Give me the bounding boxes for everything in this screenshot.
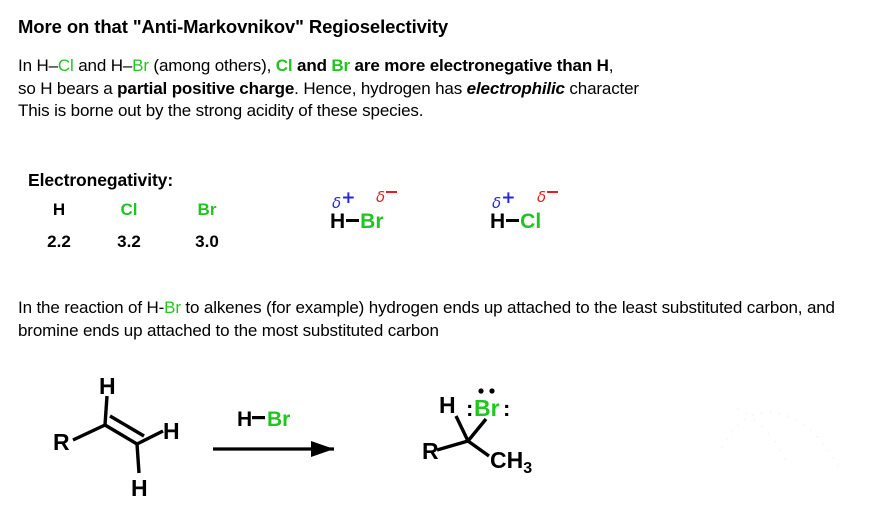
bond-c-h	[454, 415, 470, 442]
page-title: More on that "Anti-Markovnikov" Regiosel…	[18, 16, 449, 37]
br-lone-pair-left: :	[466, 396, 473, 421]
atom-br: Br	[360, 210, 384, 233]
delta-glyph: δ	[537, 188, 547, 206]
product-label-ch3: CH3	[490, 447, 532, 477]
reaction-paragraph: In the reaction of H-Br to alkenes (for …	[18, 297, 838, 342]
plus-sign-icon: +	[501, 188, 516, 208]
reactant-label-r: R	[53, 429, 70, 455]
intro-line-2: so H bears a partial positive charge. He…	[18, 79, 639, 98]
product-label-r: R	[422, 438, 439, 464]
reagent-label-br: Br	[267, 408, 290, 431]
intro-text-5: . Hence, hydrogen has	[294, 78, 467, 98]
intro-text-2: and H–	[73, 56, 133, 75]
bond-c1-h-top	[103, 395, 109, 426]
molecule-hcl: H Cl	[490, 210, 541, 234]
electronegativity-symbol-h: H	[52, 200, 66, 219]
electronegativity-value-h: 2.2	[47, 232, 71, 251]
bond-c-br	[466, 417, 488, 443]
bond-c-ch3	[467, 439, 490, 458]
reaction-arrow-group: H Br	[213, 408, 334, 457]
bromine-label-inline-2: Br	[331, 56, 350, 75]
minus-sign-icon	[547, 190, 559, 193]
product-structure: R H : Br : CH3	[422, 388, 532, 477]
delta-positive-label-hcl: δ+	[492, 188, 515, 212]
bromine-label-inline-1: Br	[132, 56, 149, 75]
intro-text-6: character	[564, 78, 639, 98]
bond-r-c1	[72, 423, 106, 442]
electronegativity-symbol-br: Br	[197, 200, 217, 219]
reactant-alkene-structure: R H H H	[53, 374, 180, 501]
electronegativity-symbol-row: H Cl Br	[28, 200, 246, 220]
single-bond-icon	[506, 219, 520, 222]
reactant-label-h-right: H	[163, 418, 180, 444]
plus-sign-icon: +	[341, 188, 356, 208]
molecule-hbr: H Br	[330, 210, 384, 234]
br-lone-pair-right: :	[503, 396, 510, 421]
intro-text-and: and	[292, 56, 332, 75]
bond-r-c	[436, 439, 469, 452]
electronegativity-value-row: 2.2 3.2 3.0	[28, 232, 246, 252]
reagent-bond-icon	[252, 416, 265, 420]
bond-c2-h-right	[136, 429, 164, 446]
chlorine-label-inline-1: Cl	[57, 56, 74, 75]
bond-c1-c2-outer	[104, 423, 138, 446]
delta-glyph: δ	[332, 194, 342, 212]
bond-c1-c2-inner	[109, 414, 145, 438]
reactant-label-h-top: H	[99, 374, 116, 399]
intro-bold-tail: are more electronegative than H	[349, 56, 609, 75]
reactant-label-h-bottom: H	[131, 475, 148, 501]
chlorine-label-inline-2: Cl	[275, 56, 293, 75]
reagent-label-h: H	[237, 408, 252, 431]
delta-glyph: δ	[492, 194, 502, 212]
minus-sign-icon	[386, 190, 398, 193]
electrophilic-emphasis: electrophilic	[466, 78, 565, 98]
intro-text-1: In H–	[18, 56, 58, 75]
atom-h: H	[490, 210, 506, 233]
intro-paragraph: In H–Cl and H–Br (among others), Cl and …	[18, 55, 868, 123]
reaction-text-1: In the reaction of H-	[18, 298, 165, 317]
atom-h: H	[330, 210, 346, 233]
electronegativity-block: Electronegativity: H Cl Br 2.2 3.2 3.0	[28, 170, 246, 252]
delta-positive-label-hbr: δ+	[332, 188, 355, 212]
electronegativity-symbol-cl: Cl	[120, 200, 138, 219]
intro-comma: ,	[608, 56, 614, 75]
bond-c2-h-bottom	[135, 443, 141, 474]
atom-cl: Cl	[520, 210, 542, 233]
intro-text-3: (among others),	[148, 56, 276, 75]
intro-line-3: This is borne out by the strong acidity …	[18, 101, 424, 120]
reaction-scheme: R H H H H Br	[0, 374, 876, 509]
intro-text-4: so H bears a	[18, 78, 118, 98]
delta-glyph: δ	[376, 188, 386, 206]
electronegativity-heading: Electronegativity:	[28, 170, 174, 190]
product-label-br: Br	[474, 395, 500, 421]
electronegativity-value-cl: 3.2	[117, 232, 141, 251]
product-label-h: H	[439, 392, 456, 418]
arrow-head-icon	[311, 441, 334, 457]
delta-negative-label-hcl: δ	[537, 188, 559, 206]
reaction-text-2: to alkenes (for example) hydrogen ends u…	[18, 298, 835, 340]
single-bond-icon	[346, 219, 360, 222]
br-lone-pair-top-dot-2	[489, 388, 495, 394]
bromine-label-inline-3: Br	[164, 298, 181, 317]
intro-line-1: In H–Cl and H–Br (among others), Cl and …	[18, 56, 613, 75]
electronegativity-value-br: 3.0	[195, 232, 219, 251]
delta-negative-label-hbr: δ	[376, 188, 398, 206]
br-lone-pair-top-dot-1	[478, 388, 484, 394]
partial-positive-charge-emphasis: partial positive charge	[117, 78, 295, 98]
